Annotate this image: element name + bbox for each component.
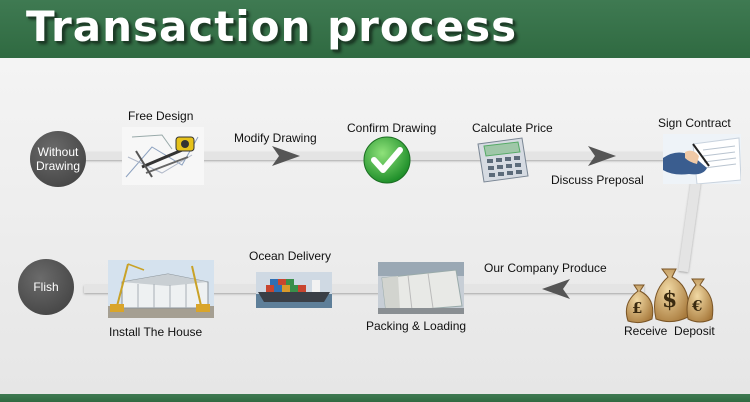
finish-circle: Flish — [18, 259, 74, 315]
ship-image — [256, 272, 332, 308]
company-produce-label: Our Company Produce — [484, 261, 607, 275]
confirm-drawing-label: Confirm Drawing — [347, 121, 437, 135]
svg-text:€: € — [691, 297, 702, 315]
modify-drawing-label: Modify Drawing — [234, 131, 317, 145]
svg-text:£: £ — [632, 299, 642, 317]
start-label: Without Drawing — [35, 145, 80, 173]
start-circle: Without Drawing — [30, 131, 86, 187]
packing-loading-label: Packing & Loading — [366, 319, 467, 333]
svg-text:$: $ — [662, 287, 677, 313]
check-icon — [362, 135, 412, 185]
sign-contract-label: Sign Contract — [658, 116, 731, 130]
arrow-modify — [272, 146, 300, 166]
arrow-produce — [542, 279, 570, 299]
discuss-proposal-label: Discuss Preposal — [551, 173, 644, 187]
contract-signing-icon — [663, 134, 741, 184]
footer-bar — [0, 394, 750, 402]
header-bar: Transaction process — [0, 0, 750, 58]
install-house-label: Install The House — [109, 325, 203, 339]
drawing-tools-icon — [122, 127, 204, 185]
free-design-label: Free Design — [128, 109, 194, 123]
arrow-discuss — [588, 146, 616, 166]
house-install-image — [108, 260, 214, 318]
money-bags-icon: £ $ € — [622, 263, 714, 325]
ocean-delivery-label: Ocean Delivery — [249, 249, 332, 263]
calculate-price-label: Calculate Price — [472, 121, 553, 135]
page-title: Transaction process — [26, 2, 518, 51]
finish-label: Flish — [33, 280, 59, 294]
calculator-icon — [472, 136, 532, 184]
packing-loading-image — [378, 262, 464, 314]
diagram-panel — [0, 58, 750, 394]
receive-deposit-label: Receive Deposit — [624, 324, 715, 338]
